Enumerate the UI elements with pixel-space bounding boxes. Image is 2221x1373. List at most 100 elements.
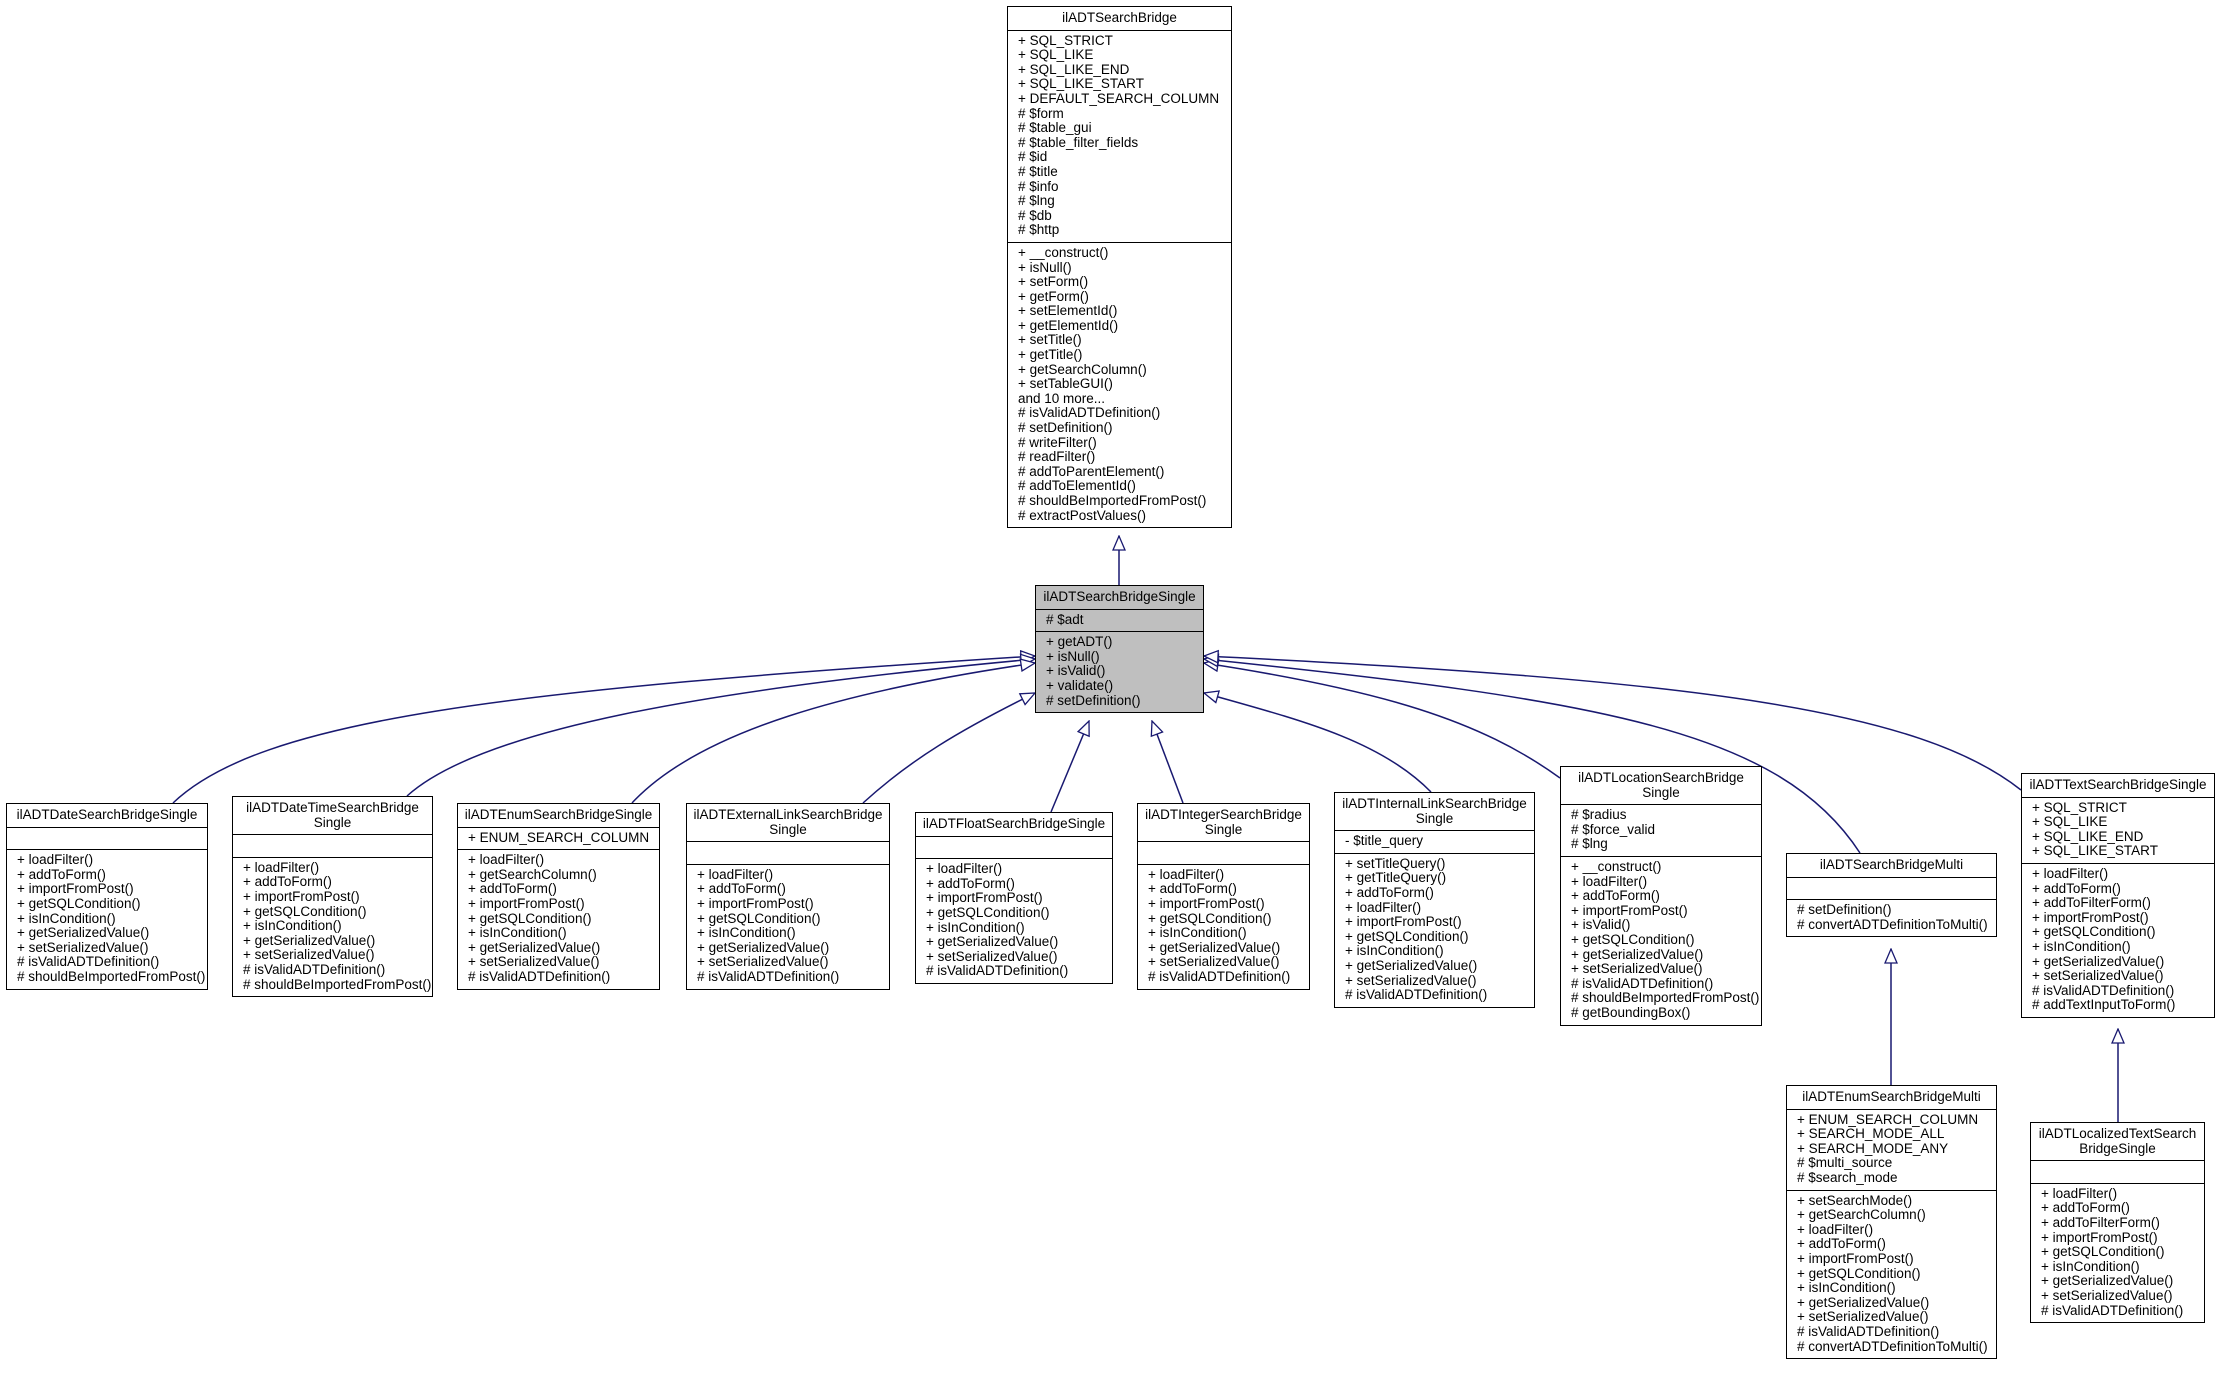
method: + getSerializedValue() [243,932,376,948]
class-box-single[interactable]: ilADTSearchBridgeSingle # $adt+ getADT() +… [1035,585,1204,714]
attribute: + SEARCH_MODE_ANY [1797,1140,1949,1156]
attribute: + ENUM_SEARCH_COLUMN [468,829,650,845]
class-box-enum[interactable]: ilADTEnumSearchBridgeSingle + ENUM_SEARCH… [457,803,660,990]
inheritance-edge-integer-to-single [1152,721,1184,804]
method: + getElementId() [1018,317,1119,333]
class-name-line: ilADTSearchBridge [1062,10,1177,25]
method: # readFilter() [1018,449,1096,465]
method: + getSearchColumn() [468,866,597,882]
method: + getTitle() [1018,347,1083,363]
attributes-section: + SQL_STRICT+ SQL_LIKE+ SQL_LIKE_END+ SQ… [1008,31,1231,243]
method: # writeFilter() [1018,434,1097,450]
method: + setSerializedValue() [243,947,375,963]
class-name-line: ilADTSearchBridgeSingle [1043,589,1196,604]
attribute: # $title [1018,163,1058,179]
attributes-section: # $adt [1036,610,1203,633]
inheritance-edge-float-to-single [1050,721,1089,813]
method: + addToForm() [243,874,332,890]
class-box-enummulti[interactable]: ilADTEnumSearchBridgeMulti+ ENUM_SEARCH_… [1786,1085,1997,1360]
class-name: ilADTSearchBridgeSingle [1036,586,1203,610]
attribute: # $lng [1571,836,1608,852]
method: # addTextInputToForm() [2032,997,2176,1013]
class-name: ilADTFloatSearchBridgeSingle [916,813,1112,837]
attribute: # $table_gui [1018,120,1092,136]
method: + importFromPost() [2041,1229,2158,1245]
method: + loadFilter() [17,852,94,868]
class-name: ilADTDateSearchBridgeSingle [7,804,207,828]
methods-section: + __construct()+ loadFilter()+ addToForm… [1561,857,1761,1025]
methods-section: + loadFilter()+ addToForm()+ addToFilter… [2022,864,2214,1017]
method: + addToForm() [1345,884,1434,900]
method: + addToForm() [1148,881,1237,897]
method: + getSQLCondition() [1345,928,1469,944]
method: # convertADTDefinitionToMulti() [1797,1338,1988,1354]
attribute: # $radius [1571,807,1627,823]
class-name-line: ilADTFloatSearchBridgeSingle [922,816,1106,831]
method: # getBoundingBox() [1571,1004,1691,1020]
methods-section: + loadFilter()+ addToForm()+ importFromP… [7,850,207,988]
method: + addToForm() [1571,888,1660,904]
class-box-text[interactable]: ilADTTextSearchBridgeSingle+ SQL_STRICT+… [2021,773,2215,1018]
inheritance-edge-intlink-to-single [1204,693,1432,793]
method: # shouldBeImportedFromPost() [17,968,206,984]
class-name: ilADTEnumSearchBridgeMulti [1787,1086,1996,1110]
attribute: # $db [1018,207,1052,223]
class-name-line: Single [1204,821,1243,837]
method: + setSearchMode() [1797,1192,1913,1208]
attributes-section: # $radius# $force_valid# $lng [1561,805,1761,857]
attribute: + SQL_STRICT [1018,32,1113,48]
method: # shouldBeImportedFromPost() [243,976,432,992]
method: + importFromPost() [1571,902,1688,918]
method: # setDefinition() [1018,420,1113,436]
method: + getSerializedValue() [2032,953,2165,969]
method: # isValidADTDefinition() [697,968,840,984]
class-box-multi[interactable]: ilADTSearchBridgeMulti# setDefinition()#… [1786,853,1997,938]
class-name-line: Single [313,814,352,830]
attributes-section [1138,842,1309,865]
method: + getADT() [1046,634,1113,650]
method: # isValidADTDefinition() [1571,975,1714,991]
attributes-section [233,835,432,858]
attributes-section: + SQL_STRICT+ SQL_LIKE+ SQL_LIKE_END+ SQ… [2022,798,2214,864]
method: # isValidADTDefinition() [2041,1302,2184,1318]
class-name-line: ilADTEnumSearchBridgeMulti [1802,1089,1981,1104]
method: + getSerializedValue() [1571,946,1704,962]
method: + addToFilterForm() [2032,895,2151,911]
class-name-line: Single [1642,784,1680,800]
class-name: ilADTSearchBridgeMulti [1787,854,1996,878]
method: + getSerializedValue() [1148,939,1281,955]
attribute: + SEARCH_MODE_ALL [1797,1126,1945,1142]
method: + isInCondition() [1797,1280,1896,1296]
attribute: # $search_mode [1797,1169,1898,1185]
method: + getSQLCondition() [1148,910,1272,926]
class-name-line: Single [769,821,807,837]
class-name-line: ilADTLocalizedTextSearch [2038,1126,2197,1141]
method: + isInCondition() [697,925,796,941]
method: + isInCondition() [926,919,1025,935]
class-box-float[interactable]: ilADTFloatSearchBridgeSingle+ loadFilter… [915,812,1113,984]
method: + importFromPost() [1797,1250,1914,1266]
attribute: # $table_filter_fields [1018,134,1139,150]
class-box-date[interactable]: ilADTDateSearchBridgeSingle + loadFilter(… [6,803,208,990]
attribute: # $http [1018,222,1060,238]
method: # isValidADTDefinition() [1797,1323,1940,1339]
attribute: + SQL_STRICT [2032,799,2127,815]
method: + addToForm() [1797,1236,1886,1252]
class-name-line: ilADTEnumSearchBridgeSingle [464,807,653,822]
method: + validate() [1046,677,1114,693]
method: + importFromPost() [17,881,134,897]
attribute: + SQL_LIKE_START [2032,843,2158,859]
methods-section: + setSearchMode()+ getSearchColumn()+ lo… [1787,1191,1996,1359]
method: + importFromPost() [2032,909,2149,925]
method: + loadFilter() [1148,866,1225,882]
class-box-base[interactable]: ilADTSearchBridge + SQL_STRICT+ SQL_LIKE+… [1007,6,1232,529]
